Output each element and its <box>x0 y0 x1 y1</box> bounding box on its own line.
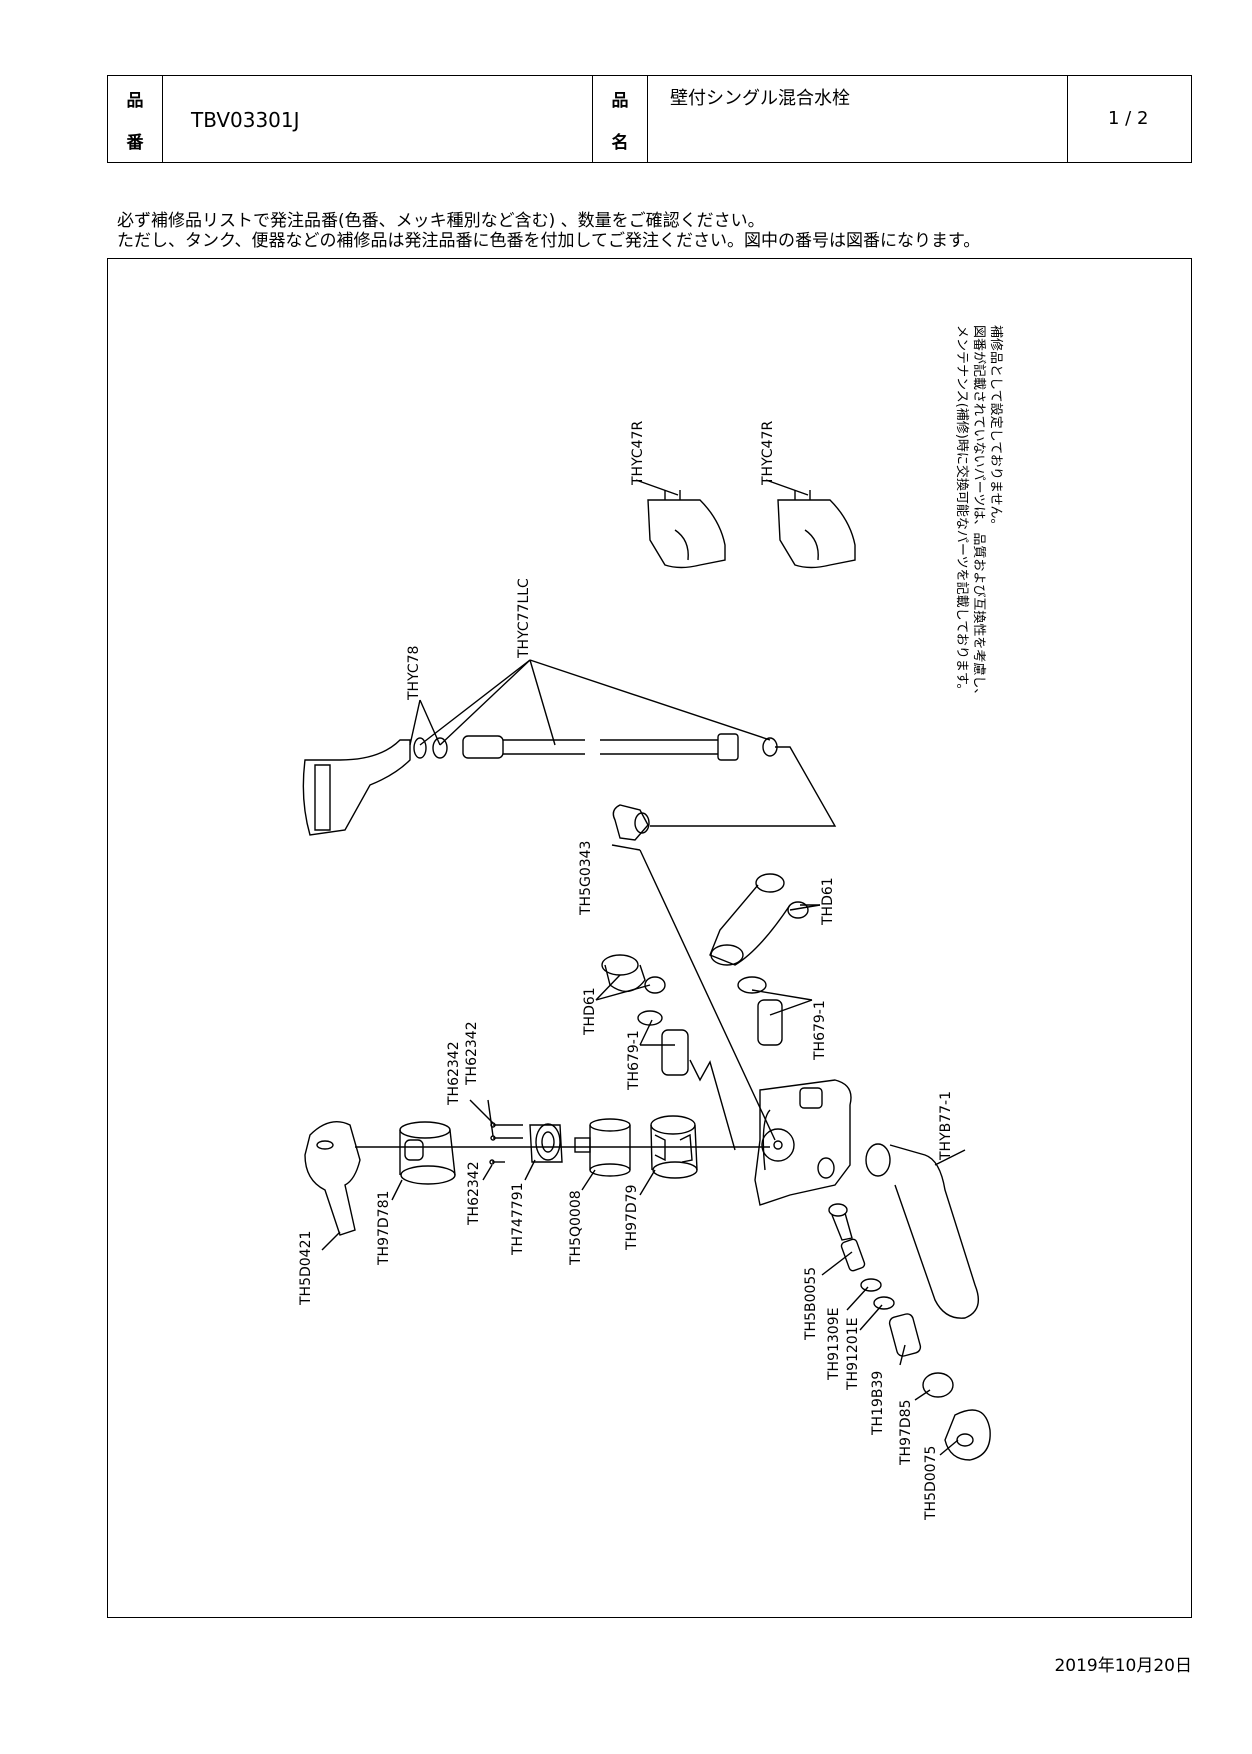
label-th5q0008: TH5Q0008 <box>568 1190 584 1266</box>
label-th62342-c: TH62342 <box>466 1161 482 1226</box>
label-leaders-holders <box>635 479 809 496</box>
part-no-label-1: 品 <box>126 91 144 111</box>
nut <box>650 1115 698 1179</box>
shower-hose <box>462 733 837 827</box>
holder-a <box>647 490 726 569</box>
label-th5d0421: TH5D0421 <box>298 1231 314 1306</box>
name-label-1: 品 <box>611 91 629 111</box>
header-table: 品 番 TBV03301J 品 名 壁付シングル混合水栓 1 / 2 <box>107 75 1192 163</box>
label-th97d79: TH97D79 <box>624 1185 640 1252</box>
page-indicator: 1 / 2 <box>1108 108 1149 129</box>
spout <box>865 1143 979 1319</box>
part-number: TBV03301J <box>191 108 300 132</box>
label-th5d0075: TH5D0075 <box>923 1446 939 1521</box>
right-cap-leaders <box>751 904 821 1016</box>
label-th679-right: TH679-1 <box>812 1000 828 1061</box>
label-th91309e: TH91309E <box>826 1308 842 1381</box>
label-th5b0055: TH5B0055 <box>803 1267 819 1341</box>
label-thd61-right: THD61 <box>820 877 836 926</box>
part-no-cell: TBV03301J <box>163 76 593 162</box>
label-th62342-a: TH62342 <box>446 1041 462 1106</box>
part-no-label-2: 番 <box>126 133 144 153</box>
document-date: 2019年10月20日 <box>1054 1656 1192 1676</box>
note-line-2: ただし、タンク、便器などの補修品は発注品番に色番を付加してご発注ください。図中の… <box>117 231 981 251</box>
sleeve <box>399 1121 456 1185</box>
name-label-cell: 品 名 <box>593 76 648 162</box>
label-thyb77: THYB77-1 <box>938 1091 954 1161</box>
name-label-2: 名 <box>611 133 629 153</box>
side-note: メンテナンス(補修)時に交換可能なパーツを記載しております。 図番が記載されてい… <box>954 325 1004 701</box>
label-thyc47r-a: THYC47R <box>630 421 646 486</box>
elbow-fitting <box>611 804 776 1141</box>
label-th91201e: TH91201E <box>845 1318 861 1391</box>
label-thyc78: THYC78 <box>406 646 422 701</box>
label-thd61-left: THD61 <box>582 987 598 1036</box>
hose-leaders <box>409 659 771 746</box>
note-line-1: 必ず補修品リストで発注品番(色番、メッキ種別など含む) 、数量をご確認ください。 <box>117 211 765 231</box>
label-th5g0343: TH5G0343 <box>578 841 594 916</box>
label-th747791: TH747791 <box>510 1182 526 1256</box>
screws <box>489 1122 523 1165</box>
part-no-label-cell: 品 番 <box>108 76 163 162</box>
label-th97d85: TH97D85 <box>898 1400 914 1467</box>
right-cap-group <box>709 873 809 1046</box>
label-th19b39: TH19B39 <box>870 1371 886 1436</box>
side-note-line-1: メンテナンス(補修)時に交換可能なパーツを記載しております。 <box>954 325 970 697</box>
label-thyc47r-b: THYC47R <box>760 421 776 486</box>
product-name-cell: 壁付シングル混合水栓 <box>648 76 1068 162</box>
label-th97d781: TH97D781 <box>376 1191 392 1266</box>
cap-ring <box>529 1123 563 1163</box>
label-thyc77llc: THYC77LLC <box>516 578 532 659</box>
lower-stem <box>828 1203 991 1461</box>
label-th679-left: TH679-1 <box>626 1030 642 1091</box>
product-name: 壁付シングル混合水栓 <box>670 88 850 109</box>
cartridge <box>574 1118 631 1177</box>
label-th62342-b: TH62342 <box>464 1021 480 1086</box>
side-note-line-2: 図番が記載されていないパーツは、品質および互換性を考慮し、 <box>971 325 987 701</box>
lever-handle <box>304 1121 361 1236</box>
drawing-frame <box>107 258 1192 1618</box>
holder-b <box>777 490 856 569</box>
valve-body <box>754 1079 852 1206</box>
page-cell: 1 / 2 <box>1068 76 1193 162</box>
shower-head <box>302 737 448 836</box>
side-note-line-3: 補修品として設定しておりません。 <box>988 325 1004 531</box>
lower-leaders <box>821 1251 959 1456</box>
left-cap-leaders <box>595 974 675 1046</box>
